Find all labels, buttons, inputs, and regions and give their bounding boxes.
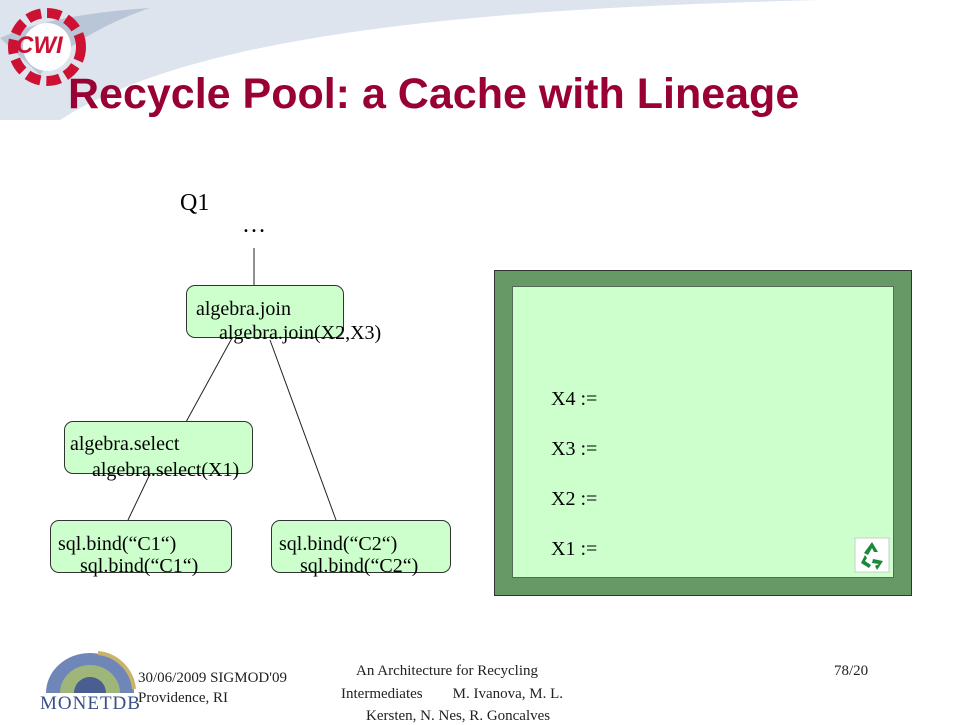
footer-location: Providence, RI <box>138 690 228 706</box>
footer-paper-line1: An Architecture for Recycling <box>356 663 539 679</box>
edge-select-bind-c1 <box>127 473 151 521</box>
bind-c1-node-label: sql.bind(“C1“) <box>58 533 177 555</box>
edge-join-bind-c2 <box>269 339 337 521</box>
cwi-logo: CWI <box>6 6 88 88</box>
bind-c2-call: sql.bind(“C2“) <box>300 555 419 577</box>
bind-c2-node-label: sql.bind(“C2“) <box>279 533 398 555</box>
recycle-pool <box>512 286 894 578</box>
footer-date: 30/06/2009 SIGMOD'09 <box>138 670 287 686</box>
monetdb-logo: MONETDB <box>36 645 144 717</box>
cwi-logo-ring <box>8 8 86 86</box>
pool-entry-x3: X3 := <box>551 438 598 460</box>
bind-c1-node[interactable] <box>50 520 232 573</box>
slide-title: Recycle Pool: a Cache with Lineage <box>68 70 800 118</box>
monetdb-logo-mark <box>46 651 136 693</box>
pool-entry-x2: X2 := <box>551 488 598 510</box>
edge-join-select <box>185 337 233 423</box>
join-node[interactable] <box>186 285 344 338</box>
join-node-label: algebra.join <box>196 298 291 320</box>
select-node[interactable] <box>64 421 253 474</box>
query-label: Q1 <box>180 190 210 216</box>
select-node-label: algebra.select <box>70 433 180 455</box>
cwi-logo-text: CWI <box>16 32 63 59</box>
pool-entry-x1: X1 := <box>551 538 598 560</box>
pool-entry-x4: X4 := <box>551 388 598 410</box>
recycle-icon <box>854 537 890 573</box>
monetdb-logo-text: MONETDB <box>40 693 141 714</box>
footer-paper-line2: Intermediates M. Ivanova, M. L. <box>341 686 564 702</box>
page-number: 78/20 <box>834 663 869 679</box>
ellipsis: … <box>242 212 266 238</box>
footer-paper-line3: Kersten, N. Nes, R. Goncalves <box>366 708 551 724</box>
bind-c1-call: sql.bind(“C1“) <box>80 555 199 577</box>
bind-c2-node[interactable] <box>271 520 451 573</box>
join-call: algebra.join(X2,X3) <box>219 322 382 344</box>
select-call: algebra.select(X1) <box>92 459 240 481</box>
